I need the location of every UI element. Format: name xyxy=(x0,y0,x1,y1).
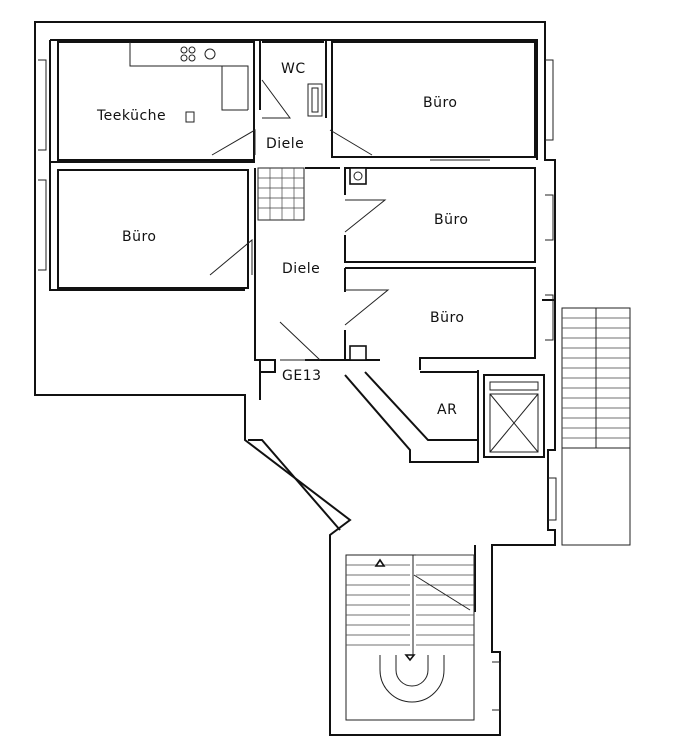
label-unit-code: GE13 xyxy=(282,368,322,384)
label-hall-top: Diele xyxy=(266,136,304,152)
exterior-walls xyxy=(34,21,556,736)
label-kitchen: Teeküche xyxy=(96,108,166,124)
hatched-wall xyxy=(257,167,305,221)
internal-stairs xyxy=(345,554,475,721)
interior-walls xyxy=(50,40,545,612)
windows xyxy=(38,59,557,711)
kitchen-counter xyxy=(129,42,249,123)
label-hall-center: Diele xyxy=(282,261,320,277)
label-office-lower-right: Büro xyxy=(430,310,465,326)
shafts xyxy=(349,167,367,361)
label-office-top-right: Büro xyxy=(423,95,458,111)
label-wc: WC xyxy=(281,61,306,77)
label-office-mid-right: Büro xyxy=(434,212,469,228)
external-stairs xyxy=(561,307,631,546)
door-swings xyxy=(209,79,390,361)
label-office-left: Büro xyxy=(122,229,157,245)
label-storage: AR xyxy=(437,402,457,418)
wc-fixtures xyxy=(307,83,323,117)
room-labels: Teeküche WC Diele Büro Büro Büro Diele B… xyxy=(96,61,469,418)
